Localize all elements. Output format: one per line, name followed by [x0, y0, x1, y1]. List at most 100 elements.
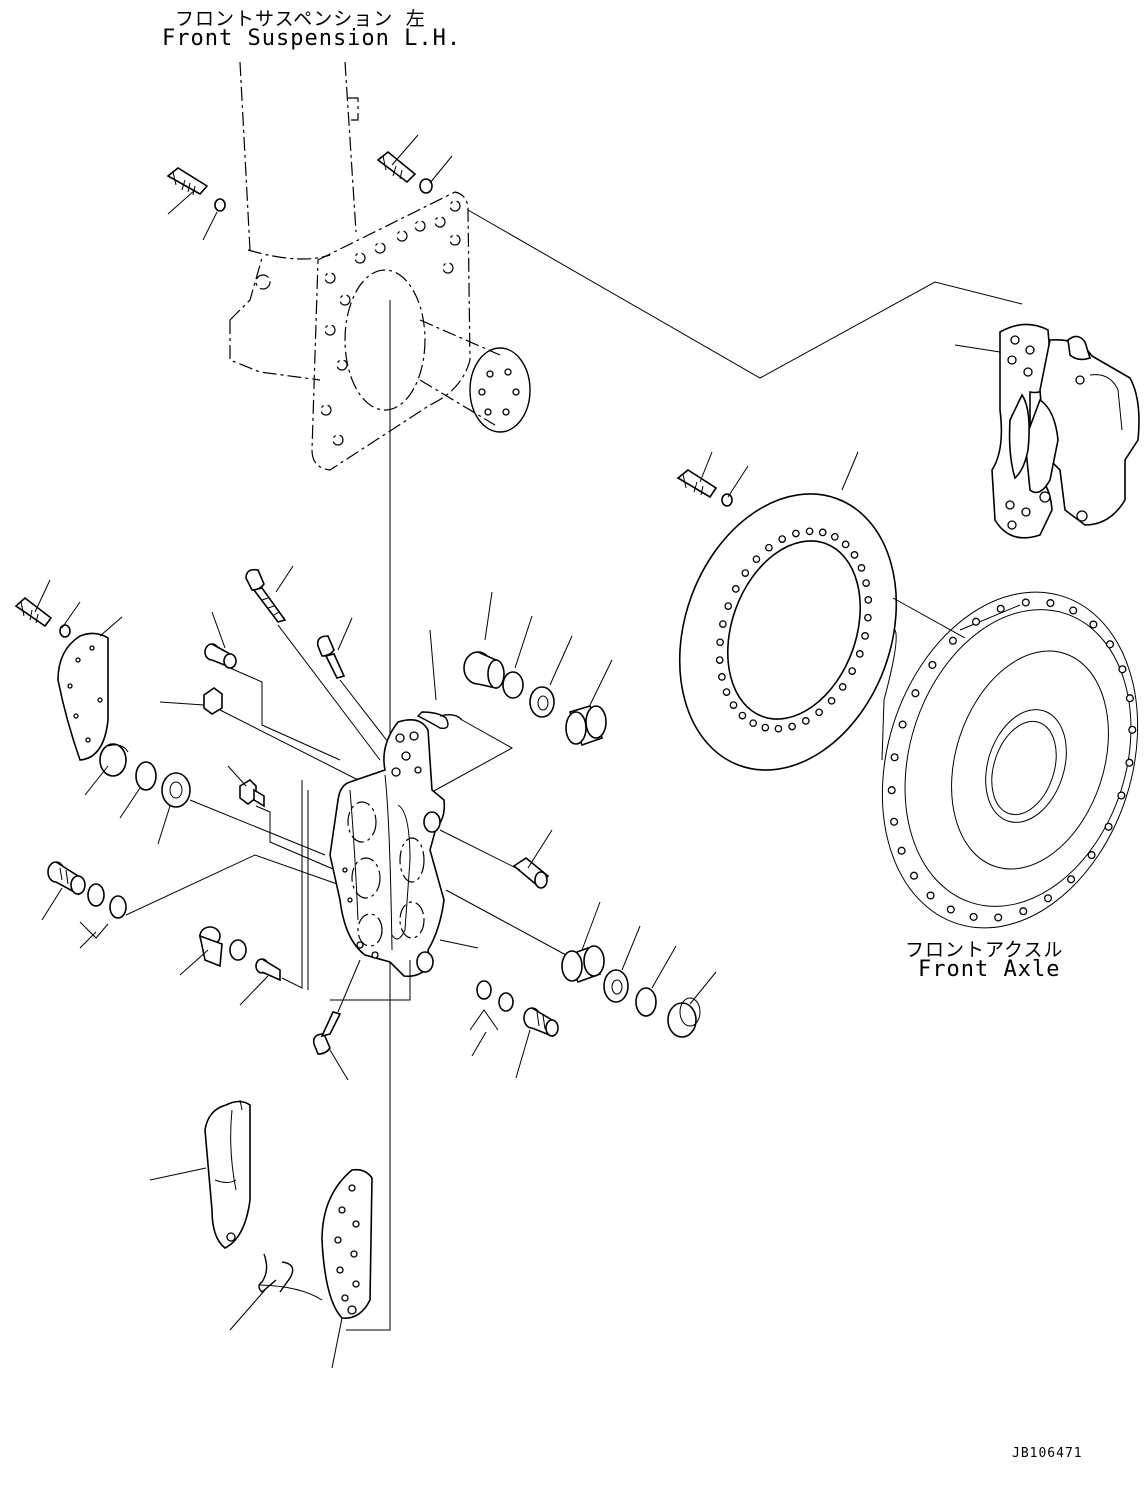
bolt-hole — [911, 689, 920, 698]
bolt-hole — [718, 673, 726, 681]
washer-icon — [229, 939, 247, 961]
seal-ring-icon — [502, 671, 524, 699]
seal-ring-icon — [603, 969, 629, 1003]
bolt-hole — [765, 543, 773, 552]
axle-label-jp: フロントアクスル — [905, 939, 1064, 961]
shim-plate-icon — [57, 632, 109, 761]
bolt-hole — [738, 711, 747, 720]
bolt-hole — [830, 532, 839, 541]
bolt-hole — [861, 632, 869, 640]
bolt-icon — [376, 150, 417, 184]
bolt-hole — [741, 569, 750, 577]
bolt-hole — [1104, 822, 1113, 831]
seal-ring-icon — [135, 761, 157, 791]
bolt-hole — [1069, 606, 1078, 615]
bolt-hole — [996, 604, 1005, 613]
bolt-hole — [948, 636, 957, 645]
bolt-hole — [928, 660, 937, 669]
bolt-hole — [890, 817, 899, 826]
bolt-hole — [838, 683, 847, 691]
bolt-hole — [716, 638, 724, 647]
front-suspension-phantom — [229, 61, 531, 471]
bolt-hole — [731, 585, 740, 593]
washer-icon — [214, 198, 226, 212]
bolt-hole — [1021, 598, 1030, 607]
seal-ring-icon — [635, 987, 657, 1017]
bolt-hole — [801, 717, 810, 725]
bolt-hole — [724, 602, 733, 610]
bolt-hole — [788, 722, 796, 731]
bolt-hole — [946, 905, 955, 914]
bolt-hole — [749, 719, 758, 728]
bolt-hole — [971, 617, 981, 626]
bleeder-screw-icon — [255, 958, 281, 982]
washer-icon — [721, 493, 733, 507]
bolt-hole — [1118, 665, 1127, 674]
drawing-code: JB106471 — [1012, 1446, 1083, 1461]
piston-cap-icon — [667, 997, 701, 1038]
bolt-hole — [909, 871, 919, 880]
bolt-hole — [1019, 907, 1028, 916]
suspension-label-en: Front Suspension L.H. — [162, 26, 462, 51]
suspension-label-jp: フロントサスペンション 左 — [175, 8, 426, 30]
bolt-hole — [778, 535, 787, 543]
caliper-assembly-icon — [991, 323, 1140, 539]
bolt-hole — [898, 720, 907, 729]
bolt-hole — [857, 564, 866, 572]
bolt-hole — [827, 696, 836, 705]
brake-caliper-icon — [329, 719, 446, 978]
piston-cap-icon — [463, 651, 505, 689]
pin-icon — [523, 1007, 559, 1038]
bolt-icon — [312, 1011, 342, 1055]
axle-label-en: Front Axle — [918, 957, 1061, 982]
piston-icon — [565, 705, 607, 747]
o-ring-icon — [498, 992, 514, 1012]
bolt-hole — [1087, 851, 1096, 860]
o-ring-icon — [87, 883, 105, 907]
retaining-clip-icon — [258, 1253, 323, 1301]
brake-pad-icon — [204, 1099, 251, 1249]
bolt-hole — [818, 528, 827, 537]
bolt-hole — [1067, 875, 1076, 884]
bolt-icon — [676, 469, 718, 499]
pin-icon — [47, 861, 86, 896]
bolt-hole — [815, 708, 823, 717]
bolt-hole — [890, 753, 899, 762]
bolt-hole — [1046, 599, 1055, 608]
fitting-icon — [239, 778, 265, 808]
bolt-icon — [245, 568, 287, 623]
bolt-hole — [994, 913, 1003, 922]
bolt-hole — [752, 555, 761, 564]
seal-ring-icon — [161, 772, 191, 808]
retaining-pin-icon — [416, 711, 463, 729]
bleeder-screw-icon — [204, 643, 237, 670]
o-ring-icon — [109, 895, 127, 919]
front-axle-hub-icon — [881, 591, 1139, 929]
o-ring-icon — [476, 980, 492, 1000]
bolt-hole — [862, 579, 870, 587]
bolt-hole — [1089, 620, 1098, 629]
bolt-hole — [926, 891, 935, 900]
bolt-hole — [864, 613, 872, 622]
bolt-hole — [715, 656, 724, 664]
bolt-hole — [719, 620, 727, 628]
bolt-hole — [1043, 894, 1053, 903]
bolt-hole — [969, 912, 978, 921]
bolt-hole — [864, 596, 873, 604]
brake-disc-icon — [678, 493, 898, 771]
brake-pad-icon — [321, 1168, 373, 1319]
bolt-hole — [774, 724, 783, 733]
bolt-hole — [1125, 694, 1134, 703]
bolt-icon — [166, 167, 209, 196]
piston-icon — [561, 945, 605, 984]
bolt-hole — [887, 786, 896, 795]
bolt-hole — [897, 846, 906, 855]
bolt-hole — [1105, 640, 1115, 649]
pin-icon — [512, 857, 550, 889]
bolt-hole — [729, 701, 738, 709]
bolt-hole — [1125, 758, 1134, 767]
bolt-hole — [792, 529, 800, 538]
bolt-icon — [14, 596, 53, 628]
bolt-hole — [841, 540, 850, 549]
